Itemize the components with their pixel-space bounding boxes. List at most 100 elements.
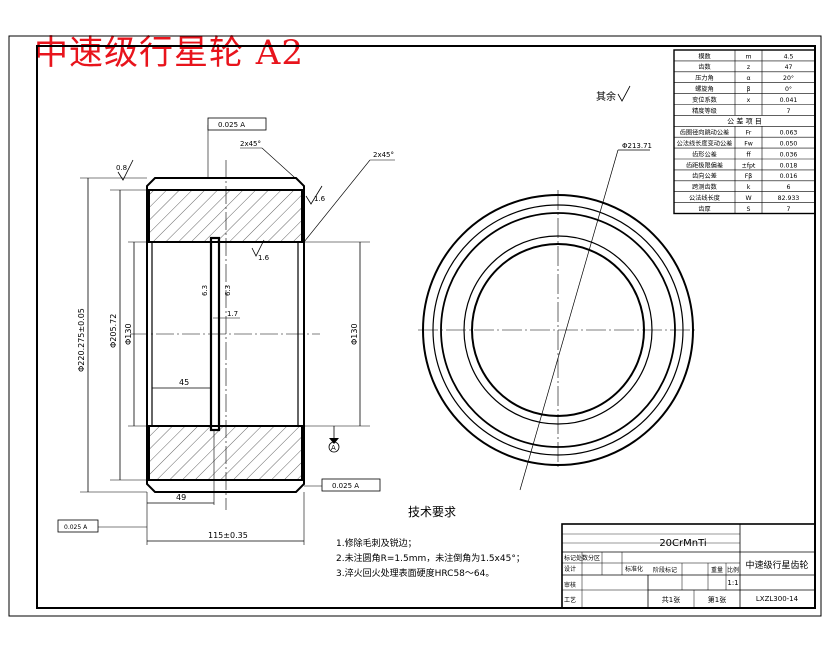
roughness-other-text: 其余 <box>596 90 616 103</box>
param-name: 压力角 <box>695 74 714 82</box>
bore-dim-text-right: Φ130 <box>350 323 359 345</box>
title-sheets: 共1张 <box>662 595 680 604</box>
param-value: 7 <box>787 108 791 115</box>
param-name: 公法线长度变动公差 <box>677 140 733 148</box>
param-value: 0.063 <box>780 130 798 137</box>
title-block: 20CrMnTi 中速级行星齿轮 LXZL300-14 1:1 共1张 第1张 … <box>561 523 816 609</box>
len49-dim-text: 49 <box>176 493 186 502</box>
chamfer-right-text: 2x45° <box>373 151 394 159</box>
tol-frame-top <box>207 117 267 131</box>
param-symbol: k <box>747 184 751 191</box>
param-value: 82.933 <box>778 195 800 202</box>
chamfer-left-text: 2x45° <box>240 140 261 148</box>
title-part-name: 中速级行星齿轮 <box>745 559 808 571</box>
tol-frame-left-text: 0.025 A <box>64 524 88 531</box>
param-value: 20° <box>783 74 794 82</box>
tech-title: 技术要求 <box>408 505 456 519</box>
param-value: 0.050 <box>780 141 798 148</box>
param-name: 齿向公差 <box>692 172 717 180</box>
param-name: 公法线长度 <box>689 194 720 202</box>
groove-b-text: 6.3 <box>224 285 232 296</box>
title-col-weight: 重量 <box>711 566 723 574</box>
title-row-label-1: 标记处数分区 <box>564 554 600 562</box>
groove-a-text: 6.3 <box>201 285 209 296</box>
title-col-stage: 阶段标记 <box>653 566 677 574</box>
param-symbol: z <box>747 64 750 71</box>
param-value: 7 <box>787 206 791 213</box>
title-material: 20CrMnTi <box>659 538 706 549</box>
param-value: 47 <box>785 64 793 71</box>
tech-note-3: 3.淬火回火处理表面硬度HRC58～64。 <box>336 567 494 579</box>
front-view: Φ213.71 <box>418 142 698 491</box>
param-value: 0.018 <box>780 162 798 169</box>
tol-frame-left <box>57 519 99 533</box>
param-name: 跨测齿数 <box>692 183 718 191</box>
param-symbol: β <box>747 86 751 93</box>
tech-note-2: 2.未注圆角R=1.5mm，未注倒角为1.5x45°； <box>336 552 525 564</box>
roughness-right-text: 1.6 <box>314 195 326 203</box>
tol-frame-top-text: 0.025 A <box>218 121 245 129</box>
tol-frame-bottom-text: 0.025 A <box>332 482 359 490</box>
tech-requirements: 技术要求 1.修除毛刺及锐边； 2.未注圆角R=1.5mm，未注倒角为1.5x4… <box>336 505 525 579</box>
param-value: 4.5 <box>784 53 794 60</box>
param-symbol: x <box>747 97 751 104</box>
od-dim-text: Φ220.275±0.05 <box>77 308 86 372</box>
param-table-frame <box>673 49 816 215</box>
bore-dim-text: Φ130 <box>124 323 133 345</box>
datum-label: A <box>331 444 336 452</box>
param-symbol: ff <box>746 151 751 158</box>
param-symbol: W <box>745 195 751 202</box>
param-name: 变位系数 <box>692 96 718 104</box>
total-len-dim-text: 115±0.35 <box>208 531 248 540</box>
param-symbol: ±fpt <box>742 162 756 169</box>
param-value: 0.036 <box>780 151 798 158</box>
param-name: 螺旋角 <box>695 85 714 93</box>
param-name: 齿圈径向跳动公差 <box>680 129 730 137</box>
param-value: 0.016 <box>780 173 798 180</box>
roughness-center-symbol <box>251 239 265 257</box>
roughness-center-text: 1.6 <box>258 254 270 262</box>
param-symbol: m <box>745 53 751 60</box>
param-symbol: Fw <box>744 141 753 148</box>
param-symbol: Fβ <box>745 173 753 180</box>
param-name: 齿厚 <box>698 205 710 213</box>
title-drawing-no: LXZL300-14 <box>756 595 799 603</box>
depth-dim-text: 45 <box>179 378 189 387</box>
title-row-label-4: 工艺 <box>564 596 576 604</box>
param-symbol: α <box>746 75 750 82</box>
param-name: 齿数 <box>698 63 711 71</box>
param-table-header: 公 差 项 目 <box>727 117 762 126</box>
datum-circle <box>328 441 340 453</box>
circle-dia-text: Φ213.71 <box>622 142 652 150</box>
drawing-title: 中速级行星轮 A2 <box>34 33 304 73</box>
section-view: Φ220.275±0.05 Φ205.72 Φ130 Φ130 45 49 11… <box>57 117 395 545</box>
section-outline <box>146 177 305 493</box>
id2-dim-text: Φ205.72 <box>109 314 118 348</box>
tech-note-1: 1.修除毛刺及锐边； <box>336 537 417 549</box>
circle-dia-leader <box>519 149 619 491</box>
param-value: 6 <box>787 184 791 191</box>
param-symbol: Fr <box>746 130 752 137</box>
title-mark-std: 标准化 <box>625 565 643 573</box>
title-scale: 1:1 <box>727 579 738 587</box>
title-row-label-3: 审核 <box>564 581 576 589</box>
param-name: 齿距极限偏差 <box>686 161 723 169</box>
title-sheet-no: 第1张 <box>708 595 726 604</box>
roughness-left-symbol <box>117 159 134 181</box>
tol-frame-bottom <box>321 478 381 492</box>
inner-border <box>36 45 816 609</box>
title-row-label-2: 设计 <box>564 565 576 573</box>
param-name: 齿形公差 <box>692 150 717 158</box>
roughness-right-symbol <box>305 185 323 205</box>
groove-width-text: 1.7 <box>227 310 238 318</box>
outer-border <box>8 35 822 617</box>
param-value: 0° <box>785 85 792 93</box>
param-symbol: S <box>747 206 751 213</box>
title-col-scale: 比例 <box>727 566 739 574</box>
roughness-left-text: 0.8 <box>116 164 127 172</box>
section-bottom-hatch <box>148 425 303 481</box>
param-name: 精度等级 <box>692 107 717 115</box>
section-top-hatch <box>148 189 303 243</box>
